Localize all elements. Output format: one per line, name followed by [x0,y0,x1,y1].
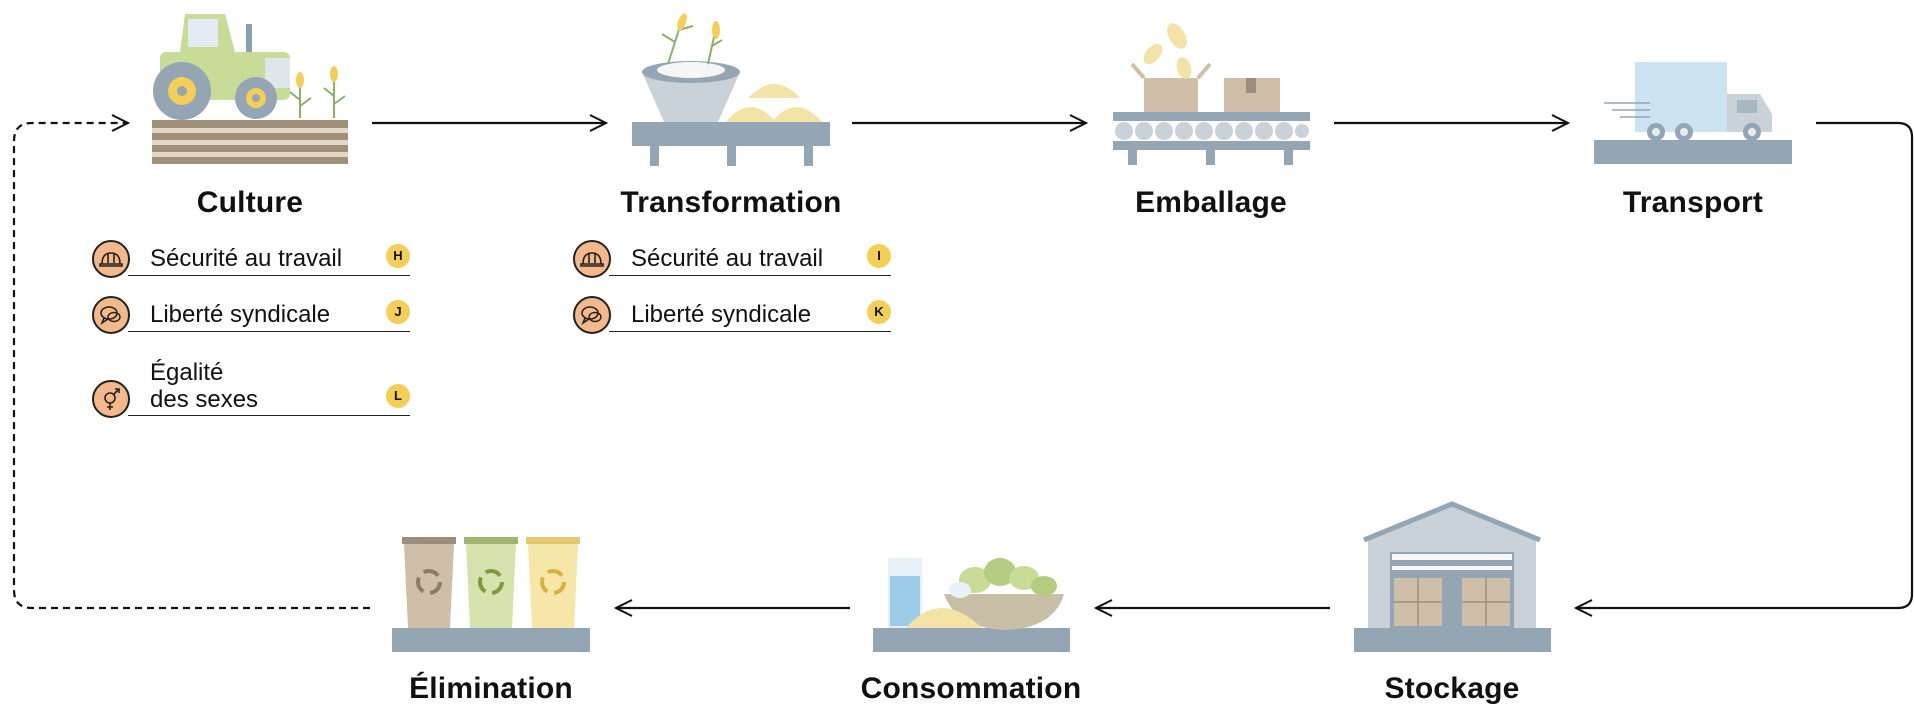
stage-title-transformation: Transformation [620,186,842,219]
recycling-bins-icon [392,537,590,652]
issue-label: Sécurité au travail [631,245,824,272]
conveyor-boxes-icon [1113,23,1310,165]
issue-ref-badge: K [867,300,891,324]
issue-label-line1: Égalité [150,359,224,386]
issue-list-culture: Sécurité au travail H Liberté syndicale … [92,234,410,430]
issue-label: Sécurité au travail [150,245,343,272]
issue-ref-badge: I [867,244,891,268]
issue-culture-union: Liberté syndicale J [92,290,410,338]
tractor-field-icon [152,14,348,164]
stage-title-consommation: Consommation [860,672,1082,705]
arrow-elimination-culture-loop [12,123,370,610]
hard-hat-icon [92,240,130,278]
speech-bubbles-icon [92,296,130,334]
issue-ref-badge: L [386,384,410,408]
stage-transport: Transport [1563,186,1823,220]
issue-culture-gender-equality: Égalité des sexes L [92,346,410,422]
flour-bread-icon [632,13,830,166]
warehouse-icon [1354,501,1551,652]
stage-emballage: Emballage [1081,186,1341,220]
issue-list-transformation: Sécurité au travail I Liberté syndicale … [573,234,891,346]
stage-elimination: Élimination [361,672,621,706]
speech-bubbles-icon [573,296,611,334]
stage-title-emballage: Emballage [1135,186,1287,219]
meal-bowl-icon [873,558,1070,652]
stage-title-elimination: Élimination [409,672,573,705]
issue-underline [128,331,410,332]
stage-title-transport: Transport [1622,186,1764,219]
issue-transformation-safety: Sécurité au travail I [573,234,891,282]
stage-consommation: Consommation [841,672,1101,706]
arrow-transport-stockage [1816,121,1914,610]
issue-label: Liberté syndicale [631,301,812,328]
issue-transformation-union: Liberté syndicale K [573,290,891,338]
hard-hat-icon [573,240,611,278]
issue-label: Égalité des sexes [150,359,258,413]
issue-underline [609,331,891,332]
issue-underline [609,275,891,276]
issue-label-line2: des sexes [150,386,259,413]
stage-stockage: Stockage [1322,672,1582,706]
delivery-truck-icon [1594,62,1792,164]
issue-underline [128,415,410,416]
issue-label: Liberté syndicale [150,301,331,328]
issue-culture-safety: Sécurité au travail H [92,234,410,282]
stage-title-culture: Culture [196,186,304,219]
issue-ref-badge: H [386,244,410,268]
flow-arrows [12,121,1914,610]
gender-symbol-icon [92,380,130,418]
stage-transformation: Transformation [601,186,861,220]
issue-underline [128,275,410,276]
stage-culture: Culture [120,186,380,220]
stage-title-stockage: Stockage [1384,672,1520,705]
issue-ref-badge: J [386,300,410,324]
